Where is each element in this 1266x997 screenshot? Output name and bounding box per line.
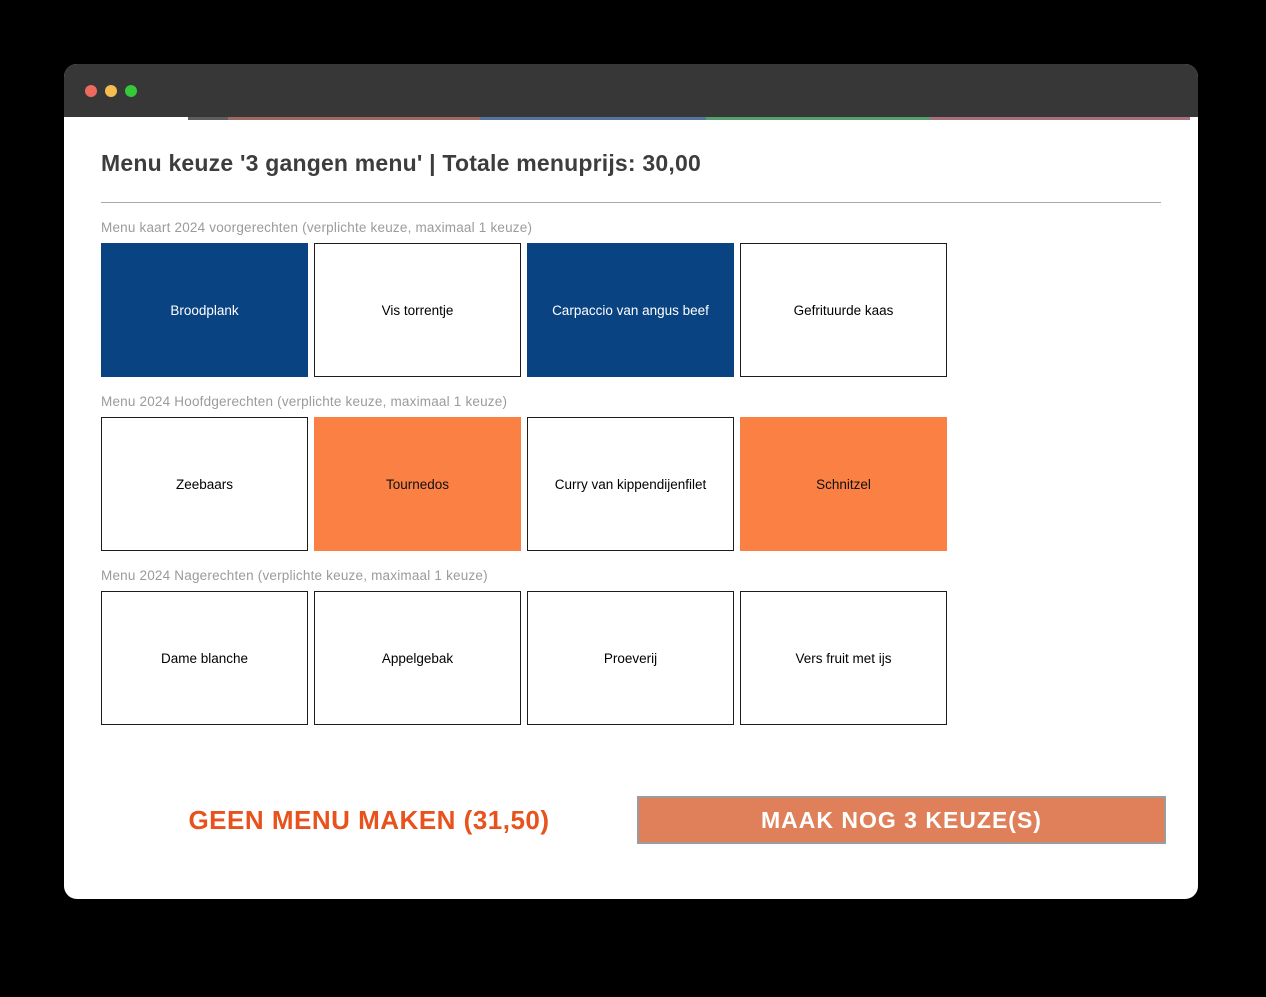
window-titlebar bbox=[64, 64, 1198, 117]
browser-window: Menu keuze '3 gangen menu' | Totale menu… bbox=[64, 64, 1198, 899]
peek-segment-blue bbox=[480, 117, 706, 120]
page-title: Menu keuze '3 gangen menu' | Totale menu… bbox=[101, 150, 701, 176]
menu-chooser-content: Menu keuze '3 gangen menu' | Totale menu… bbox=[64, 120, 1198, 869]
peek-segment-gray bbox=[188, 117, 228, 120]
menu-option[interactable]: Proeverij bbox=[527, 591, 734, 725]
section-voorgerechten: Menu kaart 2024 voorgerechten (verplicht… bbox=[101, 220, 1161, 377]
menu-option[interactable]: Vers fruit met ijs bbox=[740, 591, 947, 725]
option-row: Zeebaars Tournedos Curry van kippendijen… bbox=[101, 417, 1161, 551]
peek-segment-pink bbox=[930, 117, 1190, 120]
menu-option[interactable]: Carpaccio van angus beef bbox=[527, 243, 734, 377]
section-label: Menu 2024 Nagerechten (verplichte keuze,… bbox=[101, 568, 488, 583]
close-window-button[interactable] bbox=[85, 84, 97, 97]
menu-option[interactable]: Gefrituurde kaas bbox=[740, 243, 947, 377]
menu-option[interactable]: Vis torrentje bbox=[314, 243, 521, 377]
footer-actions: GEEN MENU MAKEN (31,50) MAAK NOG 3 KEUZE… bbox=[101, 796, 1166, 844]
peek-segment-red bbox=[228, 117, 480, 120]
make-choices-button[interactable]: MAAK NOG 3 KEUZE(S) bbox=[637, 796, 1166, 844]
peek-segment-green bbox=[706, 117, 930, 120]
menu-option[interactable]: Tournedos bbox=[314, 417, 521, 551]
menu-option[interactable]: Zeebaars bbox=[101, 417, 308, 551]
menu-option[interactable]: Schnitzel bbox=[740, 417, 947, 551]
option-row: Broodplank Vis torrentje Carpaccio van a… bbox=[101, 243, 1161, 377]
section-hoofdgerechten: Menu 2024 Hoofdgerechten (verplichte keu… bbox=[101, 394, 1161, 551]
page-peek-strip bbox=[64, 117, 1198, 120]
menu-option[interactable]: Curry van kippendijenfilet bbox=[527, 417, 734, 551]
menu-option[interactable]: Dame blanche bbox=[101, 591, 308, 725]
menu-option[interactable]: Appelgebak bbox=[314, 591, 521, 725]
title-divider bbox=[101, 202, 1161, 203]
minimize-window-button[interactable] bbox=[105, 84, 117, 97]
option-row: Dame blanche Appelgebak Proeverij Vers f… bbox=[101, 591, 1161, 725]
section-label: Menu 2024 Hoofdgerechten (verplichte keu… bbox=[101, 394, 508, 409]
menu-option[interactable]: Broodplank bbox=[101, 243, 308, 377]
maximize-window-button[interactable] bbox=[125, 84, 137, 97]
no-menu-button[interactable]: GEEN MENU MAKEN (31,50) bbox=[188, 804, 550, 835]
section-label: Menu kaart 2024 voorgerechten (verplicht… bbox=[101, 220, 533, 235]
section-nagerechten: Menu 2024 Nagerechten (verplichte keuze,… bbox=[101, 568, 1161, 725]
